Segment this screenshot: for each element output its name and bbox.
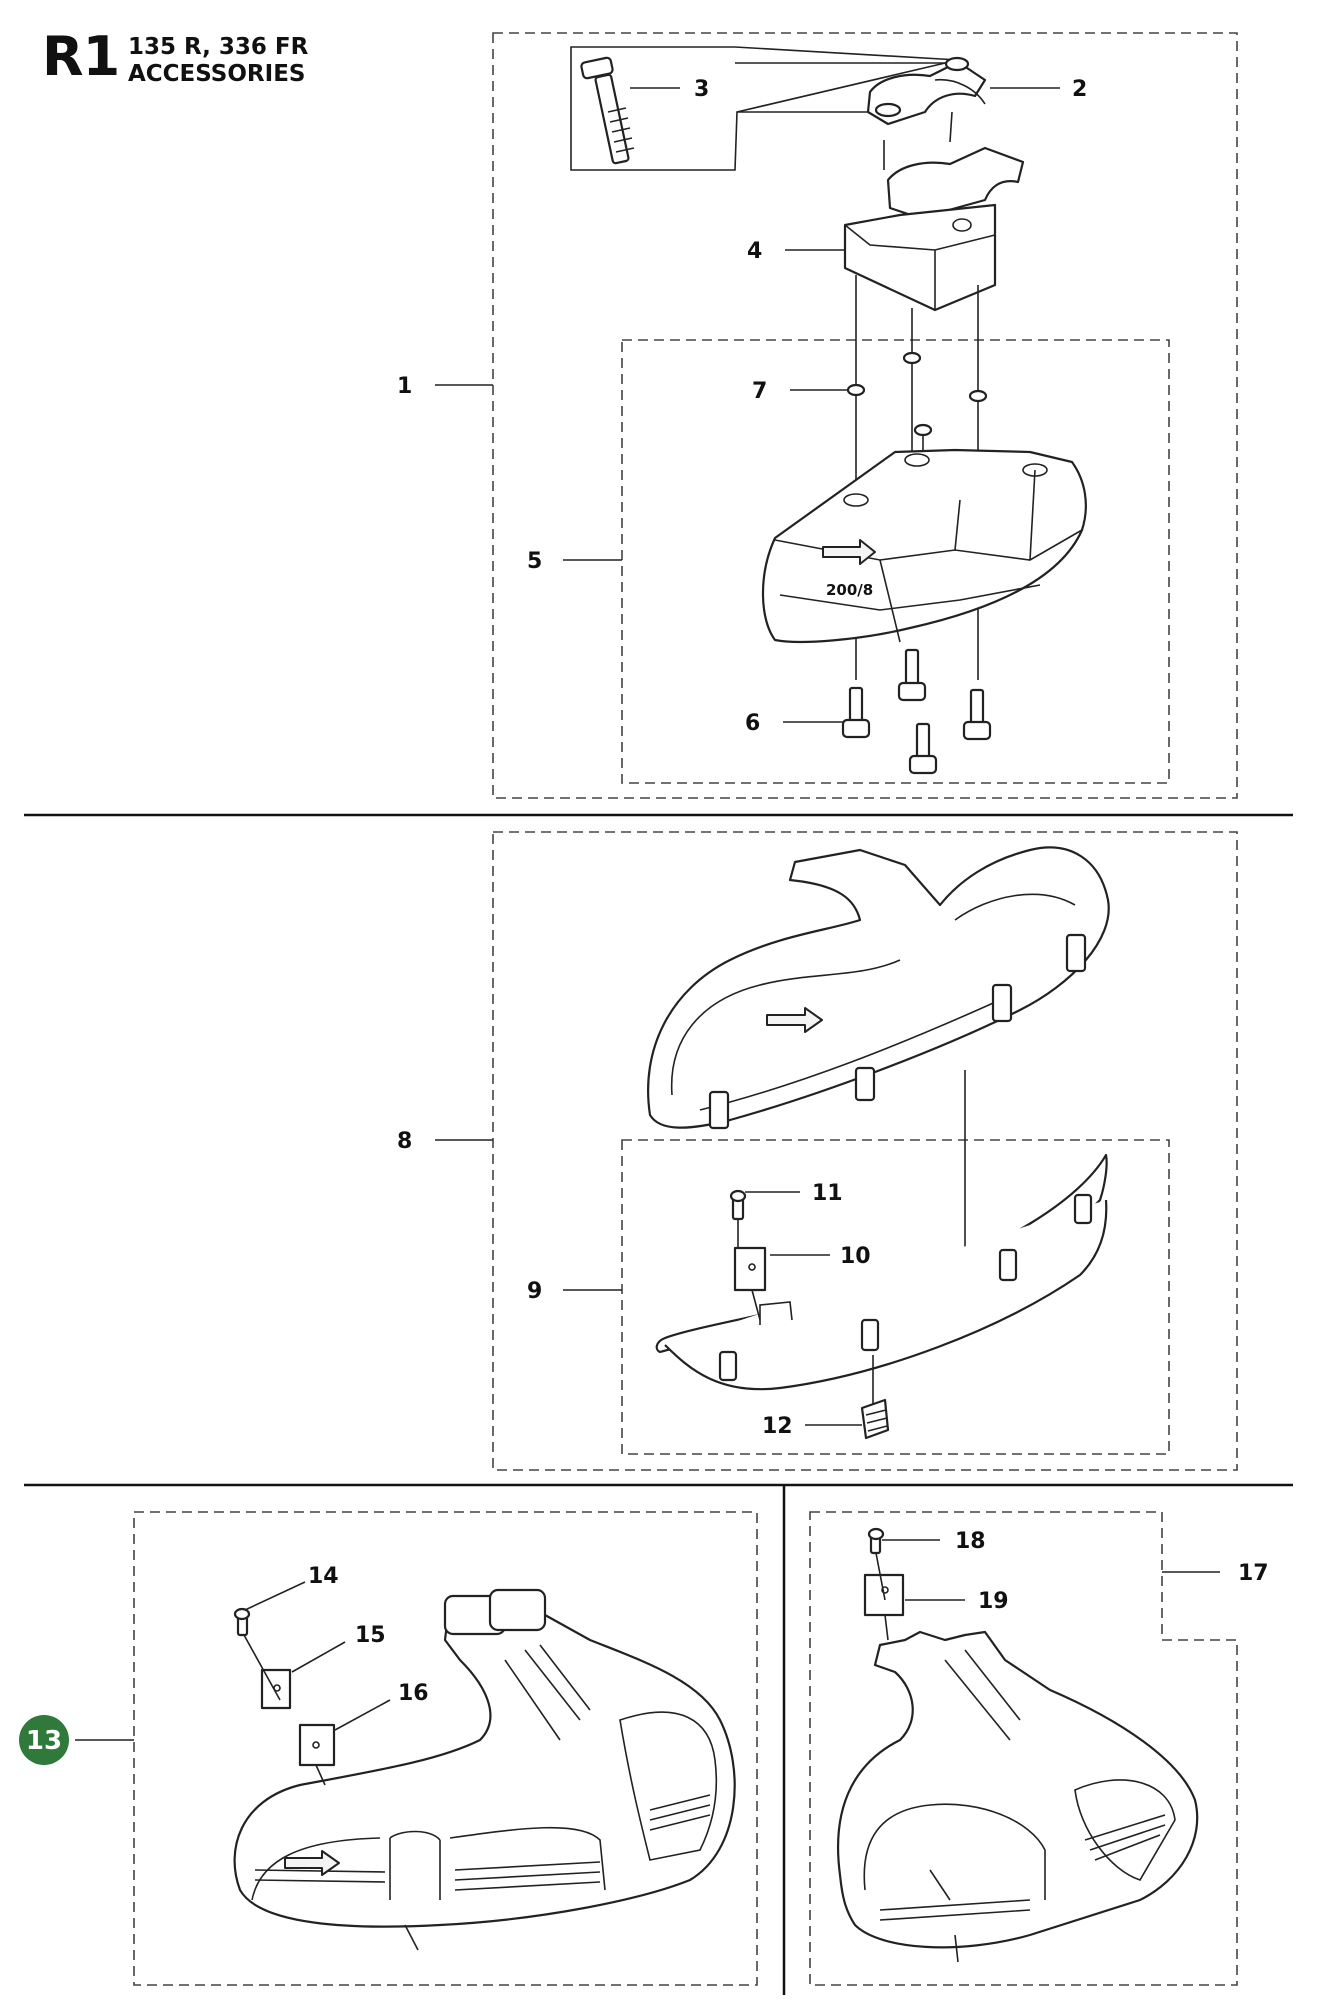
group-box-1 [492,32,1238,799]
clip-12 [860,1398,890,1440]
callout-6: 6 [745,711,760,736]
bolt-3 [580,56,635,165]
callout-7: 7 [752,379,767,404]
guard-8 [647,846,1110,1130]
group-box-8 [492,831,1238,1471]
group-box-5 [621,339,1170,784]
callout-18: 18 [955,1529,986,1554]
callout-11: 11 [812,1181,843,1206]
callout-12: 12 [762,1414,793,1439]
screw-11 [729,1189,747,1221]
assembly-line [243,1634,281,1701]
adapter-4 [843,203,997,312]
callout-5: 5 [527,549,542,574]
callout-16: 16 [398,1681,429,1706]
callout-3: 3 [694,77,709,102]
shield-marking: 200/8 [826,581,873,599]
plate-16 [298,1723,336,1767]
callout-8: 8 [397,1129,412,1154]
plate-10 [733,1246,767,1292]
callout-15: 15 [355,1623,386,1648]
direction-arrow-icon [822,539,876,565]
callout-1: 1 [397,374,412,399]
assembly-line [875,1552,886,1601]
page-code: R1 [42,25,120,88]
screw-18 [867,1527,885,1555]
callout-9: 9 [527,1279,542,1304]
screw-14 [233,1607,251,1637]
callout-17: 17 [1238,1561,1269,1586]
callout-13: 13 [26,1726,62,1756]
shield-5 [761,448,1087,644]
leader-14 [244,1581,306,1611]
assembly-line [404,1924,419,1951]
callout-2: 2 [1072,77,1087,102]
section-title: ACCESSORIES [128,61,306,87]
assembly-line [315,1764,326,1786]
guard-17 [836,1630,1199,1949]
group-box-9 [621,1139,1170,1455]
callout-13-badge [19,1715,69,1765]
group-box-17 [809,1511,1238,1986]
model-list: 135 R, 336 FR [128,34,309,60]
washer-7 [846,351,988,437]
callout-4: 4 [747,239,762,264]
direction-arrow-icon [766,1007,823,1033]
guard-13 [233,1588,736,1928]
leader-15 [291,1641,346,1673]
direction-arrow-icon [284,1850,340,1876]
callout-14: 14 [308,1564,339,1589]
leader-16 [334,1699,391,1731]
clamp-2 [866,56,1025,220]
callout-10: 10 [840,1244,871,1269]
strip-9 [655,1153,1108,1391]
assembly-line [954,1934,959,1963]
group-box-13 [133,1511,758,1986]
assembly-line [884,1614,889,1641]
screw-6 [841,648,992,775]
callout-19: 19 [978,1589,1009,1614]
assembly-line [751,1289,761,1321]
